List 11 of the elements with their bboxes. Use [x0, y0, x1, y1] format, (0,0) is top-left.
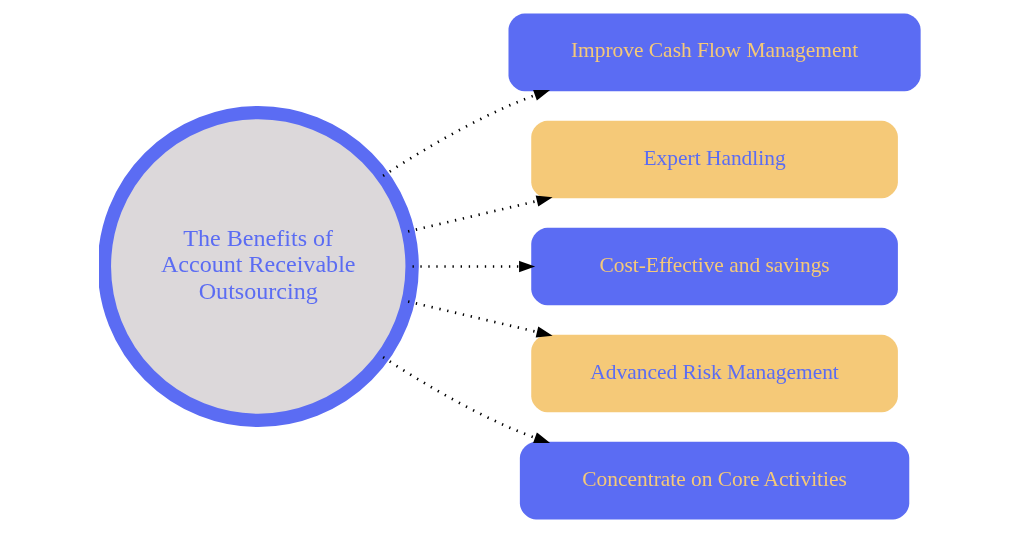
arrow: [407, 195, 553, 233]
node-circle: The Benefits of Account Receivable Outsourcing: [98, 105, 419, 428]
arrow: [381, 89, 550, 177]
node-box: Concentrate on Core Activities: [519, 441, 909, 520]
arrow: [381, 356, 550, 444]
node-box: Expert Handling: [530, 120, 898, 199]
node-box: Advanced Risk Management: [530, 334, 898, 413]
node-box: Cost-Effective and savings: [530, 227, 898, 306]
node-box: Improve Cash Flow Management: [508, 13, 921, 92]
arrow: [407, 300, 553, 338]
arrow: [412, 260, 535, 273]
